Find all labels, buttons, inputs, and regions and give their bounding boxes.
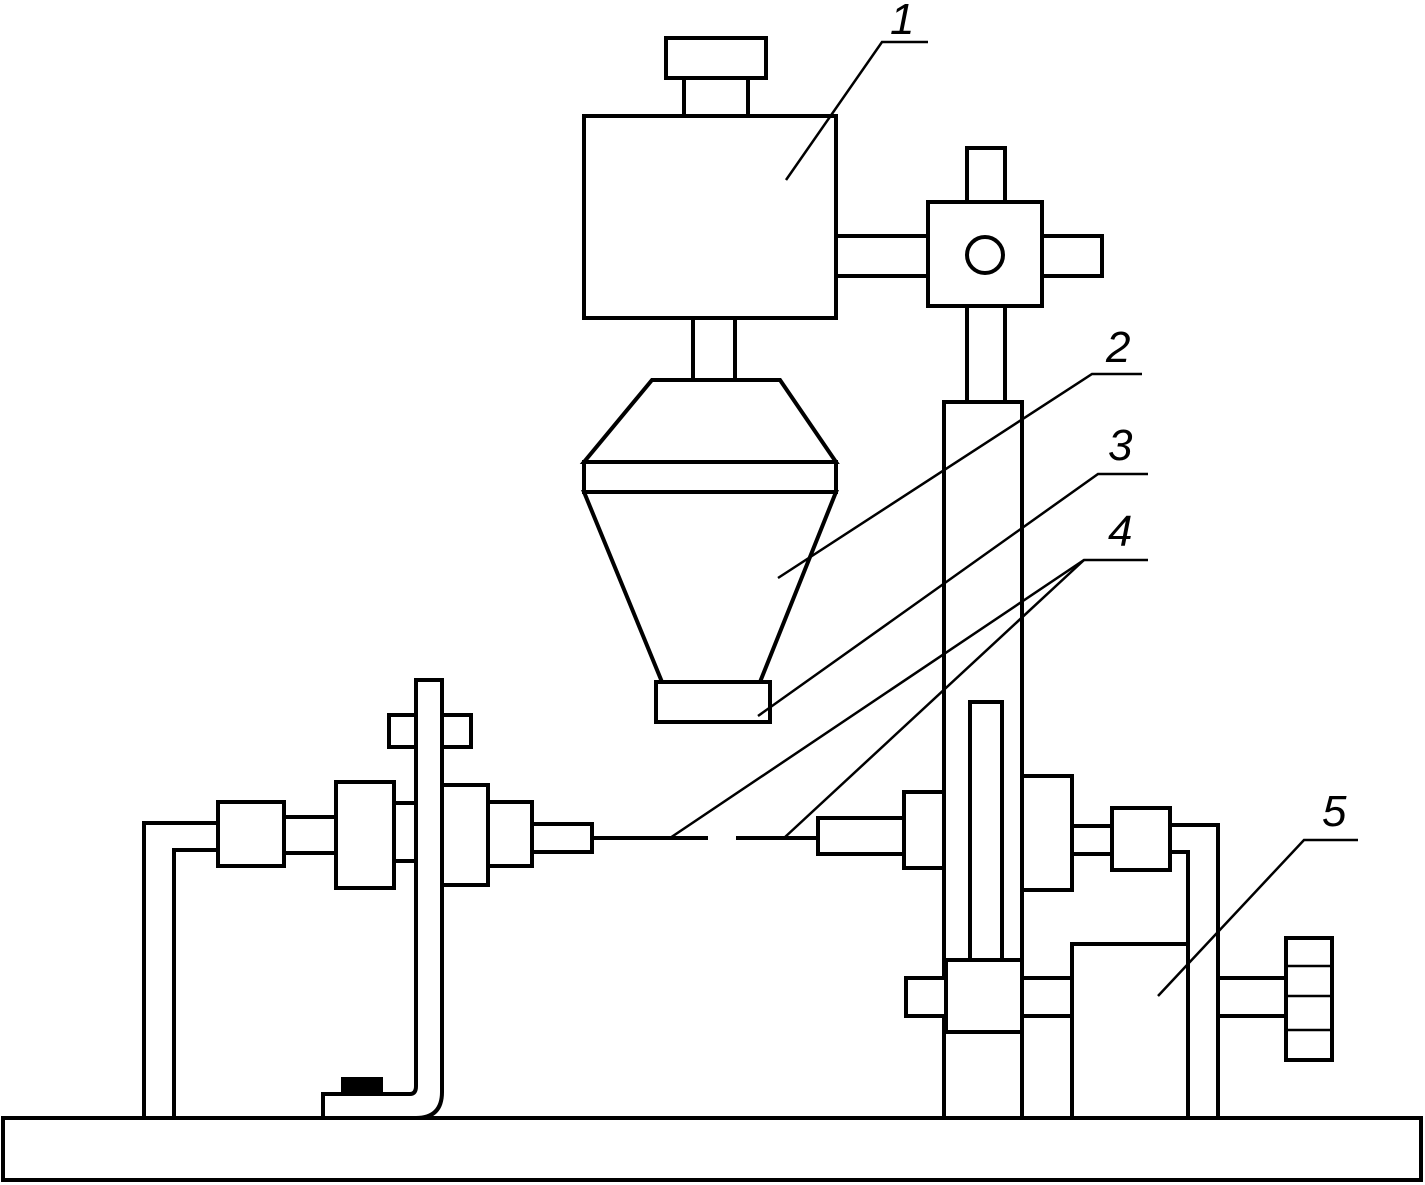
label-5: 5: [1322, 787, 1347, 836]
cap-knob: [664, 36, 768, 80]
adjustment-block: [1070, 942, 1190, 1120]
sample-pad: [341, 1077, 383, 1095]
housing-neck: [691, 316, 737, 382]
left-electrode-holder: [216, 780, 594, 890]
left-support-rod: [142, 821, 218, 1118]
clamp-screw-icon: [965, 235, 1005, 275]
label-3: 3: [1108, 421, 1133, 470]
lower-clamp-block: [944, 958, 1024, 1034]
label-4: 4: [1108, 507, 1132, 556]
powder-hopper: [579, 378, 840, 684]
sieve-outlet: [654, 680, 772, 724]
label-2: 2: [1105, 323, 1130, 372]
column-slot: [968, 700, 1004, 962]
motor-housing: [582, 114, 838, 320]
leader-lines: [669, 40, 1358, 997]
left-bent-rod: [321, 678, 473, 1120]
cap-neck: [682, 76, 750, 118]
label-1: 1: [890, 0, 914, 44]
knob-shaft: [1216, 976, 1288, 1018]
base-plate: [1, 1116, 1423, 1182]
adjustment-knob: [1284, 936, 1334, 1062]
right-electrode-holder: [816, 774, 1220, 1118]
